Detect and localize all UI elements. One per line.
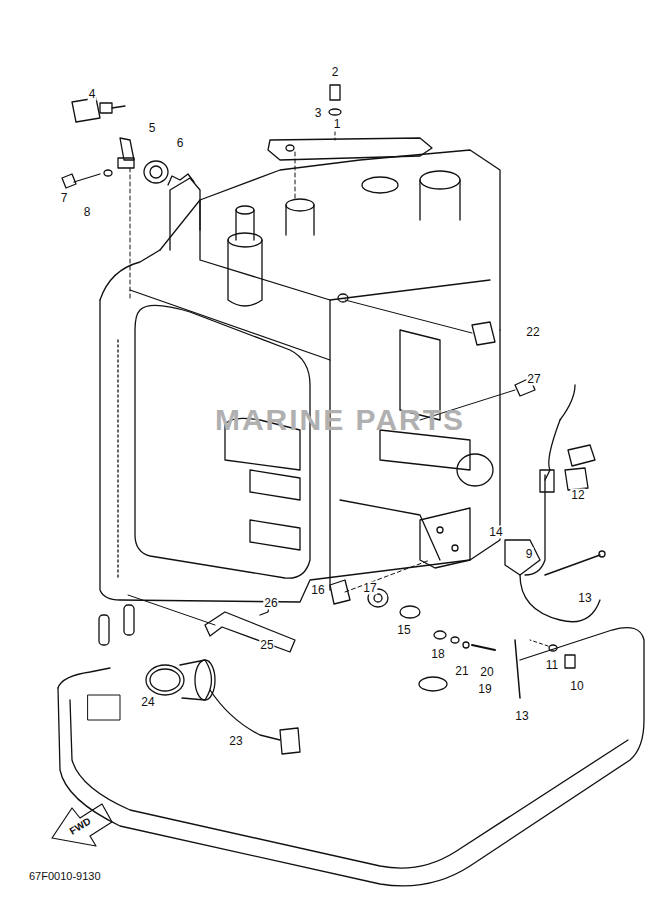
callout-number: 5: [148, 122, 157, 135]
callout-number: 1: [333, 118, 342, 131]
callout-number: 7: [60, 192, 69, 205]
callout-number: 14: [488, 526, 503, 539]
callout-number: 4: [88, 88, 97, 101]
watermark: MARINE PARTS: [214, 404, 466, 436]
callout-number: 8: [83, 206, 92, 219]
callout-number: 12: [570, 489, 585, 502]
callout-number: 6: [176, 137, 185, 150]
callout-number: 11: [545, 659, 559, 672]
callout-number: 17: [362, 582, 377, 595]
callout-number: 23: [228, 735, 243, 748]
callout-number: 13: [577, 592, 592, 605]
callout-number: 13: [514, 710, 529, 723]
callout-number: 20: [479, 666, 494, 679]
callout-number: 22: [525, 326, 540, 339]
callout-number: 21: [454, 665, 469, 678]
callout-number: 18: [430, 648, 445, 661]
callout-number: 24: [140, 696, 155, 709]
callout-number: 15: [396, 624, 411, 637]
callout-number: 16: [310, 584, 325, 597]
callout-number: 2: [331, 66, 340, 79]
callout-number: 3: [314, 107, 323, 120]
callout-number: 19: [477, 683, 492, 696]
callout-number: 27: [526, 373, 541, 386]
diagram-code: 67F0010-9130: [28, 870, 102, 883]
direction-arrow-text: FWD: [66, 814, 94, 838]
callout-number: 9: [525, 548, 534, 561]
callout-number: 25: [259, 639, 274, 652]
callout-number: 10: [569, 680, 584, 693]
callout-number: 26: [263, 597, 278, 610]
